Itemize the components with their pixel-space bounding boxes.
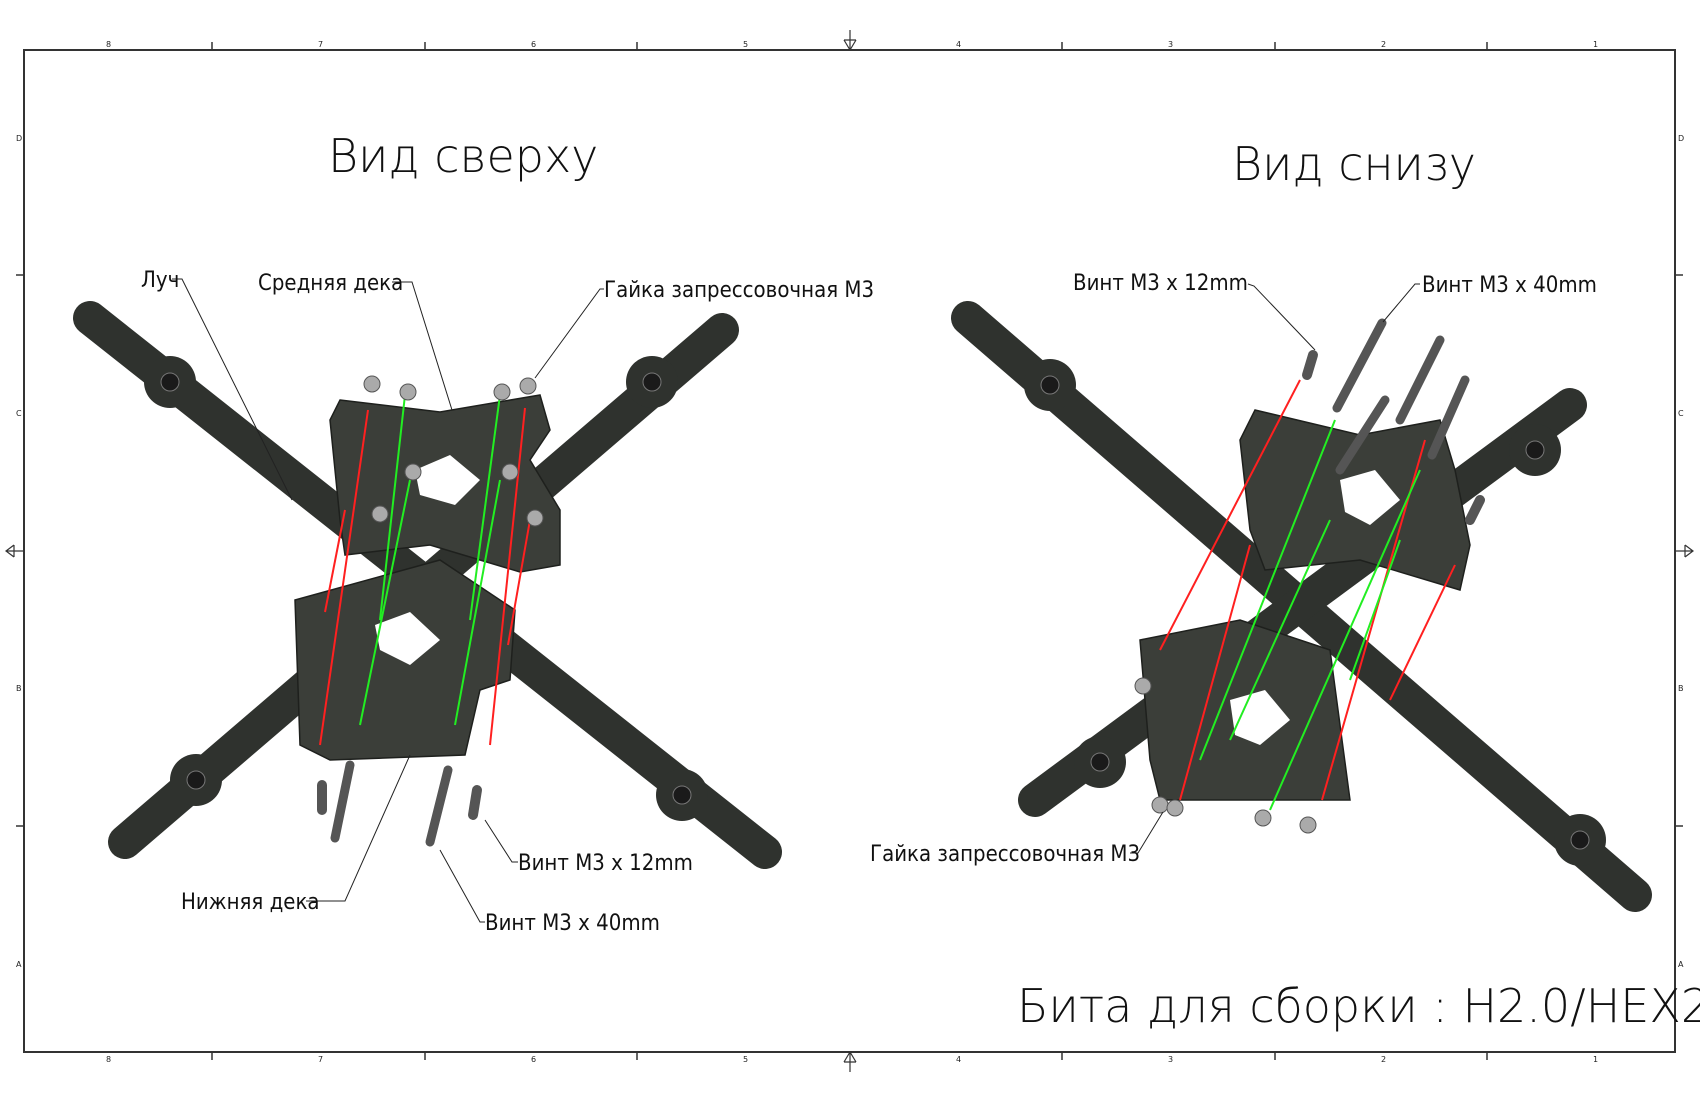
label-screw-12-top: Винт M3 x 12mm xyxy=(518,851,693,876)
zone-col-4-bottom: 4 xyxy=(956,1055,961,1064)
middle-deck-underside-cutout xyxy=(1340,470,1400,525)
zone-col-1: 1 xyxy=(1593,40,1598,49)
zone-col-2-bottom: 2 xyxy=(1381,1055,1386,1064)
zone-col-1-bottom: 1 xyxy=(1593,1055,1598,1064)
zone-col-7: 7 xyxy=(318,40,323,49)
screws xyxy=(1302,318,1485,525)
label-bottom-deck: Нижняя дека xyxy=(181,890,320,915)
motor-mounts xyxy=(144,356,708,821)
zone-col-4: 4 xyxy=(956,40,961,49)
bottom-deck-underside-cutout xyxy=(1230,690,1290,745)
zone-col-5-bottom: 5 xyxy=(743,1055,748,1064)
label-screw-12-bottom: Винт M3 x 12mm xyxy=(1073,271,1248,296)
zone-row-d: D xyxy=(16,134,22,143)
zone-col-7-bottom: 7 xyxy=(318,1055,323,1064)
press-nuts xyxy=(1134,677,1317,834)
zone-col-5: 5 xyxy=(743,40,748,49)
bottom-deck-cutout xyxy=(375,612,440,665)
zone-row-c: C xyxy=(16,409,22,418)
label-screw-40-bottom: Винт M3 x 40mm xyxy=(1422,273,1597,298)
zone-labels: 8 7 6 5 4 3 2 1 8 7 6 5 4 3 2 1 D C B A … xyxy=(16,40,1684,1064)
bottom-view-leaders xyxy=(1130,283,1420,854)
zone-ticks xyxy=(16,42,1683,1060)
zone-col-3: 3 xyxy=(1168,40,1173,49)
screws xyxy=(317,760,482,847)
zone-col-8-bottom: 8 xyxy=(106,1055,111,1064)
zone-col-3-bottom: 3 xyxy=(1168,1055,1173,1064)
zone-row-c-right: C xyxy=(1678,409,1684,418)
zone-row-a: A xyxy=(16,960,22,969)
zone-col-6-bottom: 6 xyxy=(531,1055,536,1064)
top-view-title: Вид сверху xyxy=(328,129,598,183)
label-screw-40-top: Винт M3 x 40mm xyxy=(485,911,660,936)
guide-lines xyxy=(1159,379,1456,811)
zone-row-b: B xyxy=(16,684,22,693)
bottom-view-title: Вид снизу xyxy=(1232,137,1476,191)
zone-row-a-right: A xyxy=(1678,960,1684,969)
bottom-view-assembly xyxy=(951,301,1652,912)
arm-4 xyxy=(1018,388,1587,817)
zone-row-d-right: D xyxy=(1678,134,1684,143)
motor-mounts xyxy=(1024,359,1606,866)
label-press-nut-bottom: Гайка запрессовочная M3 xyxy=(870,842,1140,867)
centering-arrows xyxy=(5,30,1694,1072)
zone-col-2: 2 xyxy=(1381,40,1386,49)
press-nuts xyxy=(363,375,544,527)
guide-lines xyxy=(319,394,531,746)
drawing-title: Бита для сборки : H2.0/HEX2.0 xyxy=(1017,979,1700,1033)
label-middle-deck: Средняя дека xyxy=(258,271,403,296)
zone-col-6: 6 xyxy=(531,40,536,49)
zone-col-8: 8 xyxy=(106,40,111,49)
zone-row-b-right: B xyxy=(1678,684,1684,693)
top-view-assembly xyxy=(73,301,782,869)
label-press-nut-top: Гайка запрессовочная M3 xyxy=(604,278,874,303)
label-arm: Луч xyxy=(141,268,179,293)
middle-deck-cutout xyxy=(415,455,480,505)
top-view-leaders xyxy=(172,278,604,923)
